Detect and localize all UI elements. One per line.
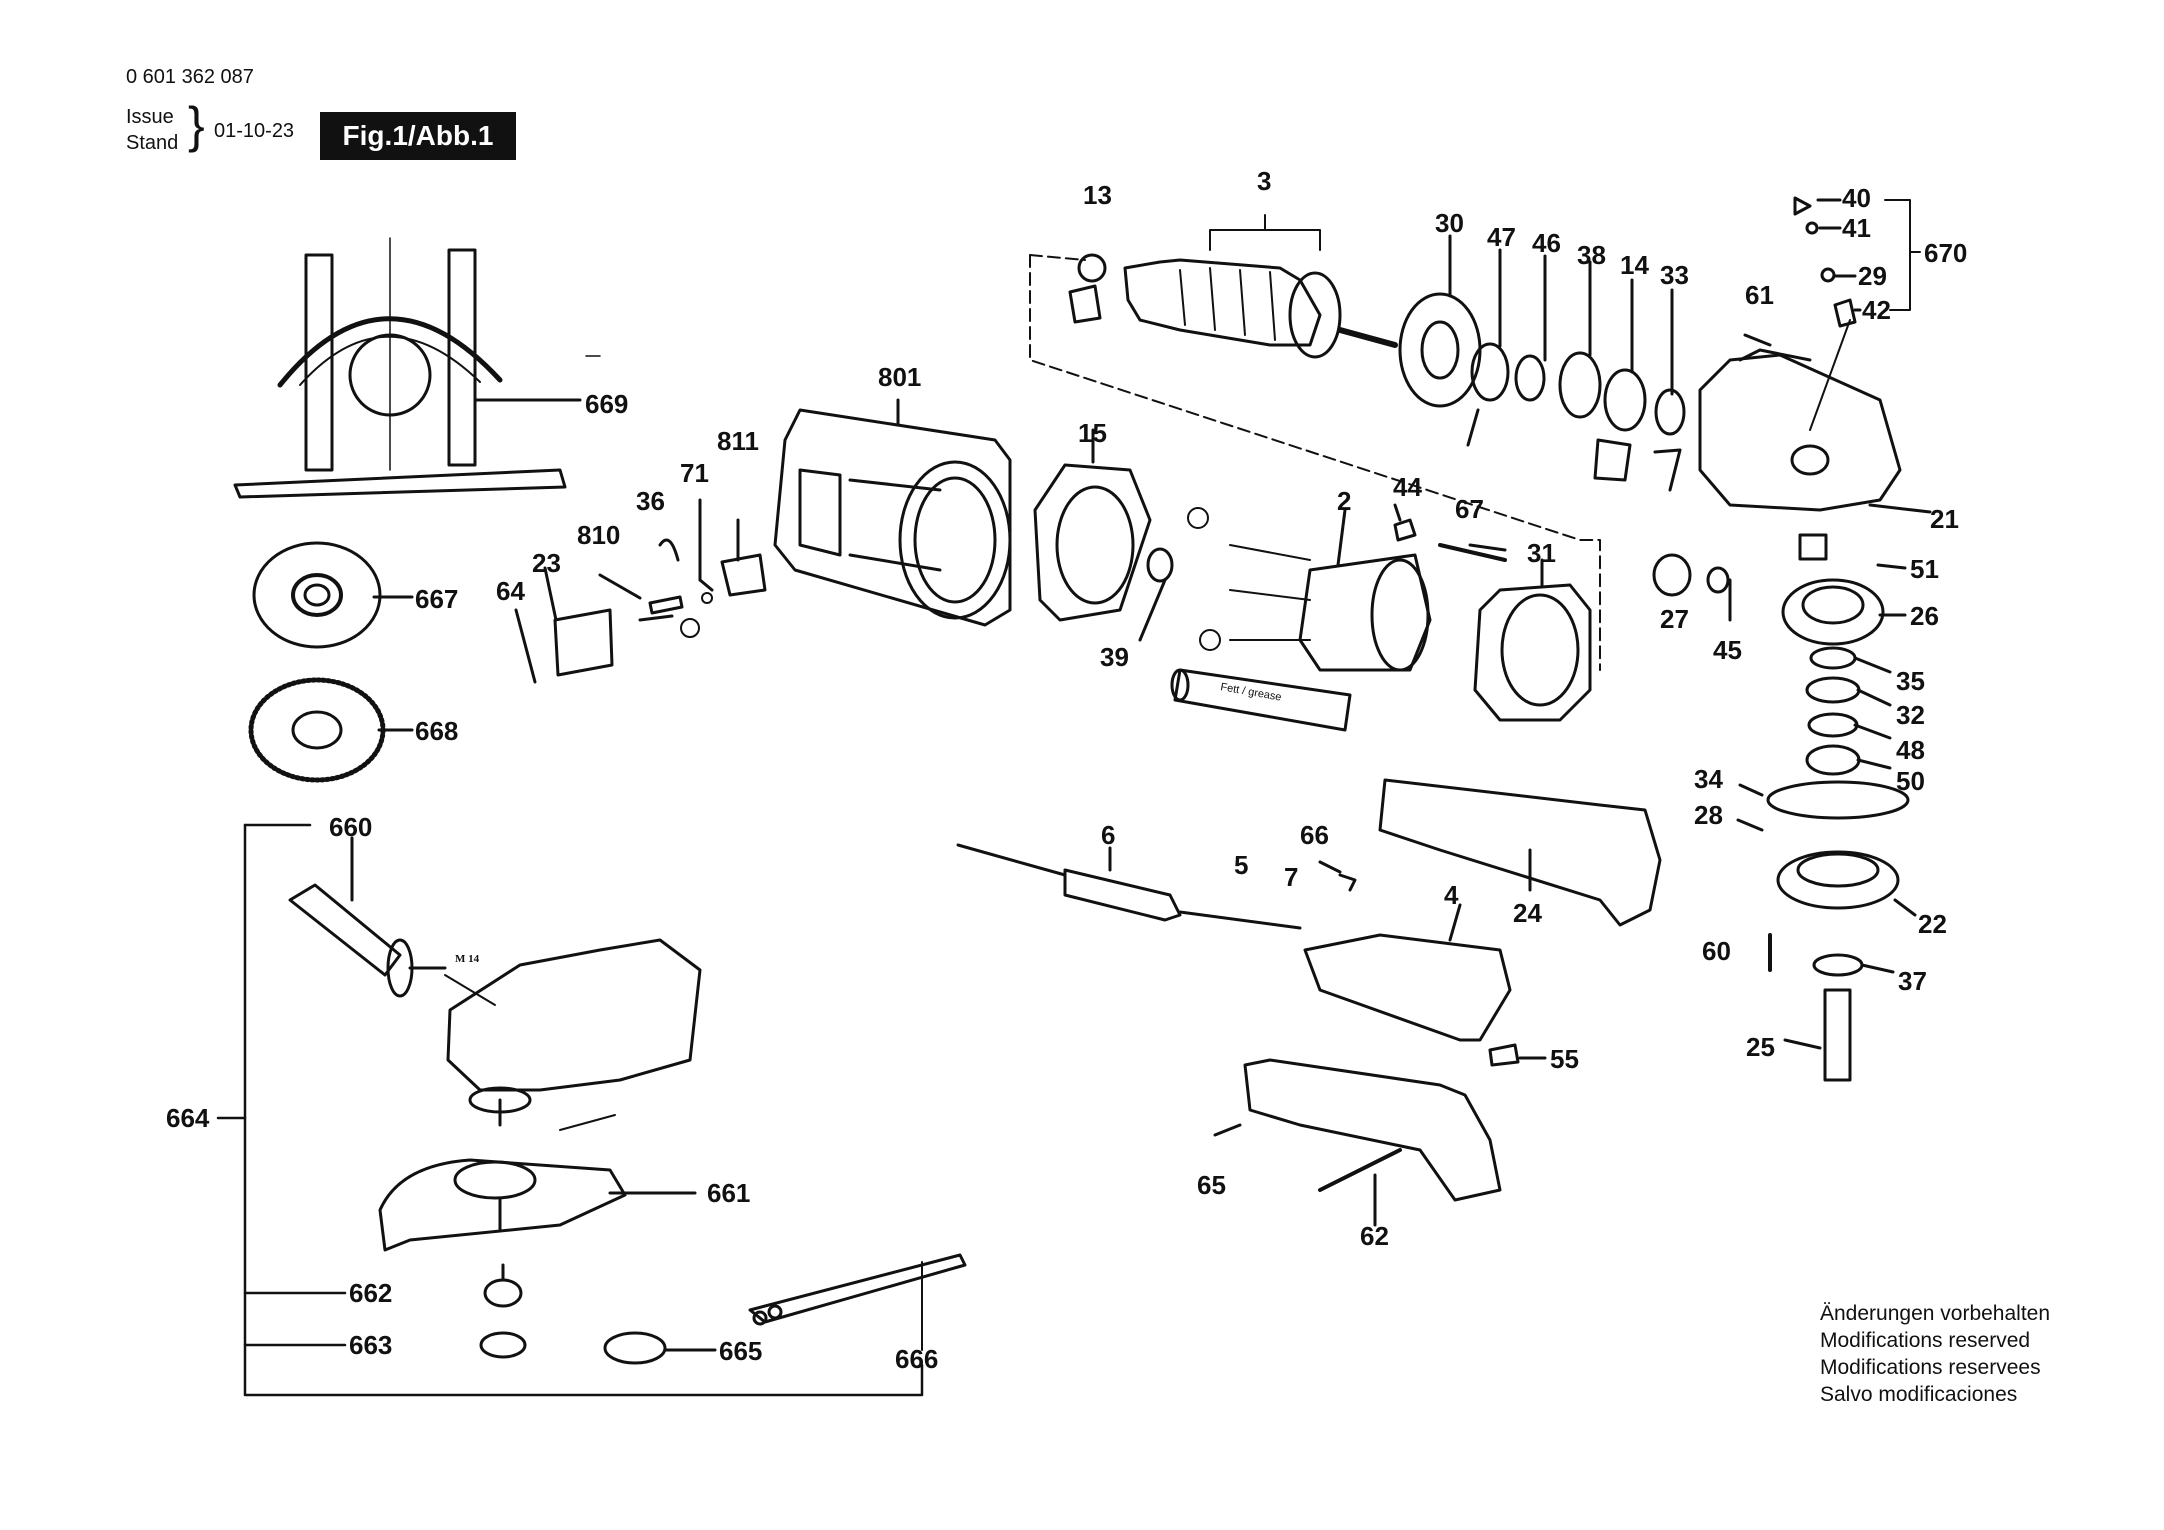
brace-icon: } [188,97,205,153]
notice-line-fr: Modifications reservees [1820,1356,2041,1379]
issue-date: 01-10-23 [214,120,295,142]
angle-grinder-assembly [446,938,702,1131]
part-label-664: 664 [166,1103,210,1133]
part-label-64: 64 [496,576,525,606]
part-label-61: 61 [1745,280,1774,310]
part-label-44: 44 [1393,472,1422,502]
armature-3 [1029,214,1601,671]
part-label-66: 66 [1300,820,1329,850]
side-handle-660 [288,836,496,1006]
part-label-32: 32 [1896,700,1925,730]
part-label-36: 36 [636,486,665,516]
part-label-5: 5 [1234,850,1249,880]
flange-disc-667 [252,541,414,649]
part-label-6: 6 [1101,820,1116,850]
part-label-46: 46 [1532,228,1561,258]
part-label-23: 23 [532,548,561,578]
part-label-21: 21 [1930,504,1959,534]
part-label-47: 47 [1487,222,1516,252]
issue-stand-labels: Issue Stand [126,104,178,156]
part-label-26: 26 [1910,601,1939,631]
part-label-801: 801 [878,362,922,392]
part-label-31: 31 [1527,538,1556,568]
part-label-27: 27 [1660,604,1689,634]
part-label-40: 40 [1842,183,1871,213]
part-label-669: 669 [585,389,629,419]
motor-housing-801 [773,398,1012,627]
notice-line-en: Modifications reserved [1820,1329,2031,1352]
fan-ring-31 [1473,558,1592,722]
part-label-15: 15 [1078,418,1107,448]
part-label-29: 29 [1858,261,1887,291]
part-label-670: 670 [1924,238,1968,268]
part-label-35: 35 [1896,666,1925,696]
part-label-2: 2 [1337,486,1352,516]
part-label-3: 3 [1257,166,1272,196]
cap-set-670 [1793,196,1921,431]
issue-label: Issue [126,106,174,128]
part-label-67: 67 [1455,494,1484,524]
part-label-45: 45 [1713,635,1742,665]
part-label-25: 25 [1746,1032,1775,1062]
handle-cover-24 [1378,778,1662,927]
switch-4 [1303,860,1547,1067]
switch-parts [514,498,767,684]
spindle-stack [1652,533,1917,1082]
part-label-42: 42 [1862,295,1891,325]
part-label-663: 663 [349,1330,393,1360]
accessory-group-664 [216,823,924,1397]
part-label-48: 48 [1896,735,1925,765]
part-label-71: 71 [680,458,709,488]
part-label-37: 37 [1898,966,1927,996]
guard-frame-669 [233,237,601,499]
part-label-30: 30 [1435,208,1464,238]
part-label-667: 667 [415,584,459,614]
notice-line-de: Änderungen vorbehalten [1820,1302,2051,1325]
document-number: 0 601 362 087 [126,66,254,88]
flanges-662-663-665 [479,1263,717,1365]
notice-line-es: Salvo modificaciones [1820,1383,2018,1406]
part-label-13: 13 [1083,180,1112,210]
part-label-665: 665 [719,1336,763,1366]
bearing-stack [1398,234,1686,492]
part-label-662: 662 [349,1278,393,1308]
part-label-41: 41 [1842,213,1871,243]
part-label-811: 811 [717,426,759,456]
stand-label: Stand [126,132,179,154]
part-label-668: 668 [415,716,459,746]
part-label-810: 810 [577,520,621,550]
part-label-660: 660 [329,812,373,842]
part-label-28: 28 [1694,800,1723,830]
part-label-4: 4 [1444,880,1459,910]
part-label-666: 666 [895,1344,939,1374]
part-label-60: 60 [1702,936,1731,966]
part-label-55: 55 [1550,1044,1579,1074]
figure-label: Fig.1/Abb.1 [320,112,516,160]
part-label-39: 39 [1100,642,1129,672]
gear-housing-21 [1698,333,1932,514]
stator-2 [1138,503,1507,732]
part-label-51: 51 [1910,554,1939,584]
fan-baffle-15 [1033,428,1152,622]
handle-half [1213,1058,1502,1227]
part-label-50: 50 [1896,766,1925,796]
grinding-disc-668 [248,677,414,783]
modifications-notice: Änderungen vorbehalten Modifications res… [1820,1300,2050,1408]
thread-marking: M 14 [455,953,480,965]
part-label-33: 33 [1660,260,1689,290]
part-label-661: 661 [707,1178,751,1208]
part-label-38: 38 [1577,240,1606,270]
cable-6 [956,843,1302,930]
part-label-22: 22 [1918,909,1947,939]
part-label-65: 65 [1197,1170,1226,1200]
spanner-666 [748,1253,967,1351]
part-label-24: 24 [1513,898,1542,928]
wheel-guard-661 [378,1158,697,1252]
part-label-14: 14 [1620,250,1649,280]
part-label-62: 62 [1360,1221,1389,1251]
part-label-7: 7 [1284,862,1299,892]
part-label-34: 34 [1694,764,1723,794]
